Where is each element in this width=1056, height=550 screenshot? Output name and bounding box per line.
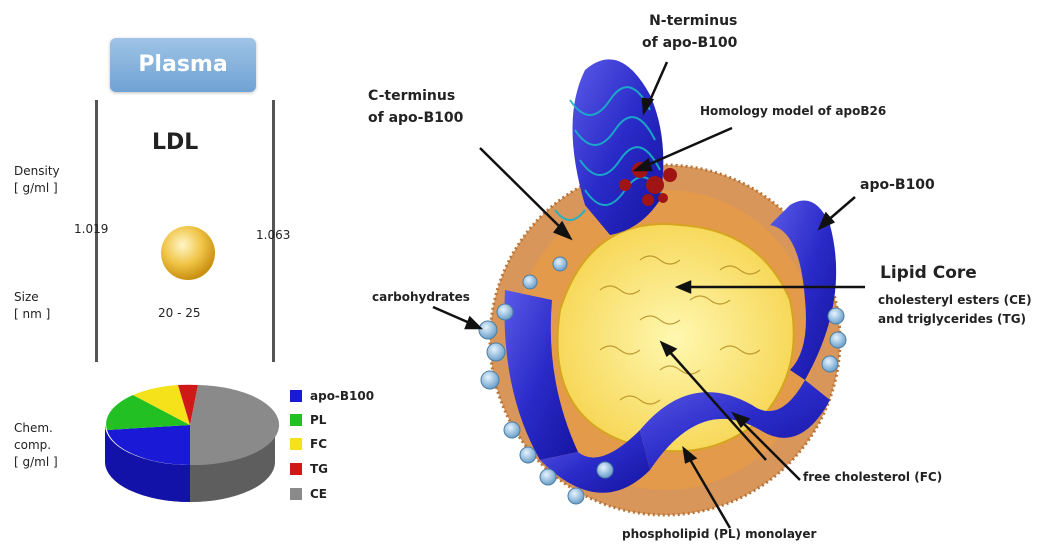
apo-b100-label: apo-B100 [860,177,935,193]
lipid-core-label: Lipid Core [880,263,977,283]
c-terminus-label: C-terminus of apo-B100 [368,85,463,129]
composition-pie [105,385,279,502]
carbohydrates-label: carbohydrates [372,290,470,304]
n-terminus-label: N-terminus of apo-B100 [642,10,737,54]
ldl-particle-icon [161,226,215,280]
free-cholesterol-label: free cholesterol (FC) [803,470,942,484]
phospholipid-monolayer-label: phospholipid (PL) monolayer [622,527,816,541]
homology-model-label: Homology model of apoB26 [700,104,886,118]
lipid-core-description: cholesteryl esters (CE) and triglyceride… [878,291,1032,329]
